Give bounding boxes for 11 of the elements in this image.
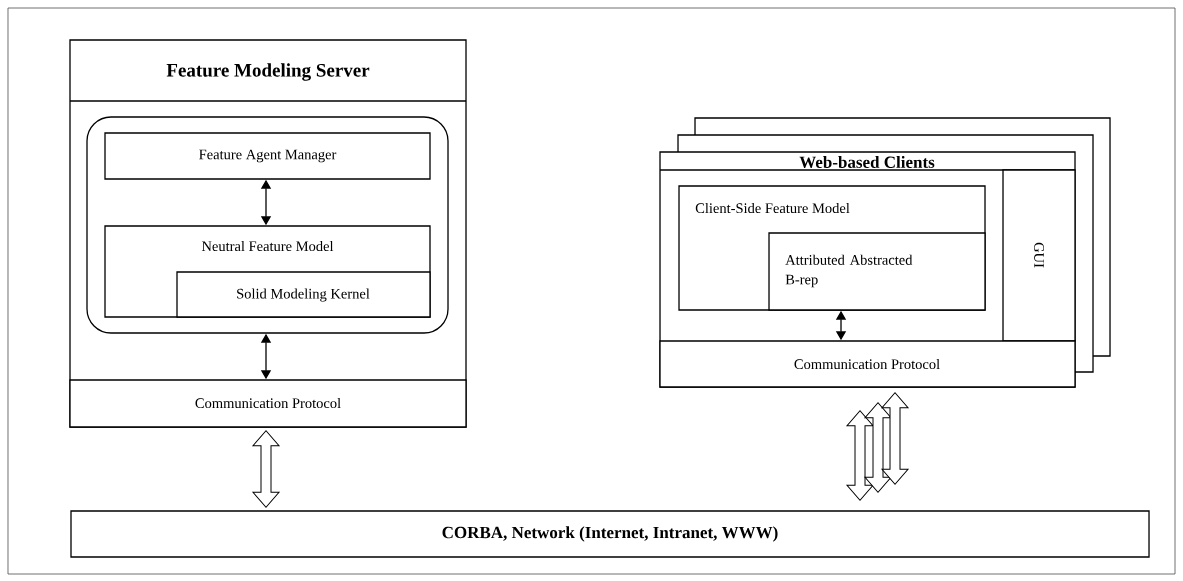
protocol-box: Communication Protocol bbox=[69, 379, 467, 428]
gui-panel: GUI bbox=[1002, 169, 1076, 342]
block-arrow bbox=[252, 430, 280, 508]
module-box: Feature Agent Manager bbox=[104, 132, 431, 180]
network-bar: CORBA, Network (Internet, Intranet, WWW) bbox=[70, 510, 1150, 558]
block-arrow bbox=[864, 402, 892, 493]
module-box: Attributed Abstracted B-rep bbox=[768, 232, 986, 311]
protocol-box: Communication Protocol bbox=[659, 340, 1076, 388]
block-arrow bbox=[846, 410, 874, 501]
module-box: Solid Modeling Kernel bbox=[176, 271, 431, 318]
block-arrow bbox=[881, 392, 909, 485]
